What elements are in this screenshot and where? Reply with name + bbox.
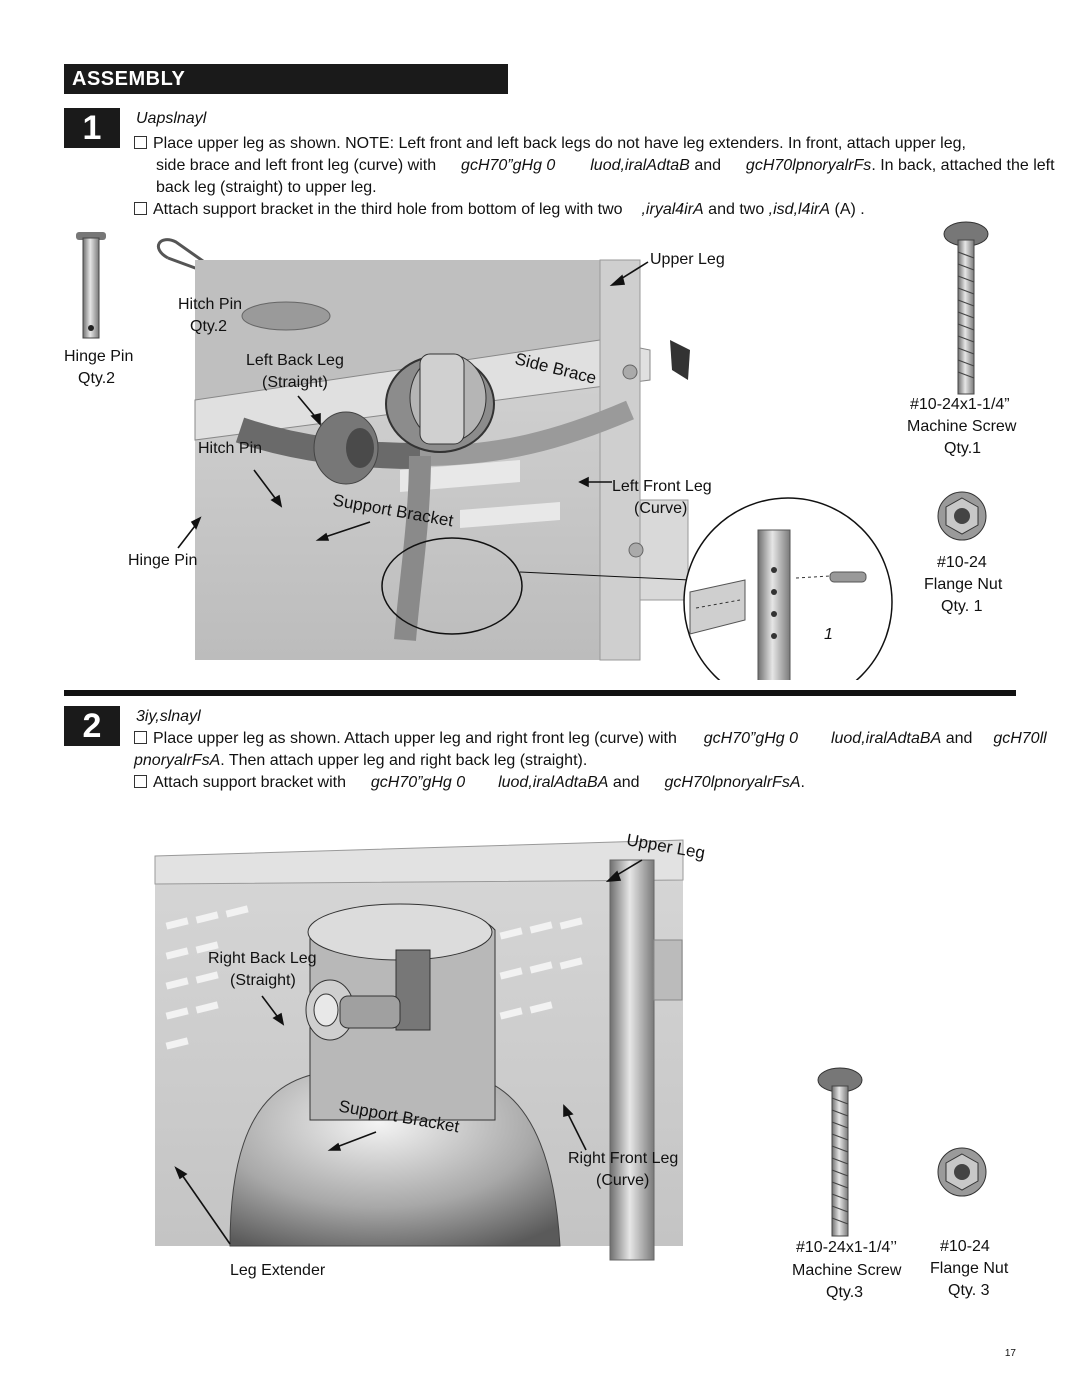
right-front-leg-curve: (Curve) bbox=[596, 1172, 650, 1189]
left-front-leg-curve: (Curve) bbox=[634, 500, 688, 517]
step-1-line-1: Place upper leg as shown. NOTE: Left fro… bbox=[134, 133, 966, 155]
section-divider bbox=[64, 690, 1016, 696]
flange-nut-label: Flange Nut bbox=[924, 576, 1003, 593]
step-1-line-1-text: Place upper leg as shown. NOTE: Left fro… bbox=[153, 135, 966, 152]
step-1-line-2-a: side brace and left front leg (curve) wi… bbox=[156, 157, 437, 174]
tank-valve-icon bbox=[305, 979, 401, 1041]
step-2-line-2-b: . Then attach upper leg and right back l… bbox=[220, 752, 588, 769]
step-2-line-3: Attach support bracket with gcH70”gHg 0 … bbox=[134, 772, 805, 794]
left-back-leg-label: Left Back Leg bbox=[246, 352, 344, 369]
step-2-line-3-f: . bbox=[800, 774, 805, 791]
upper-leg-label: Upper Leg bbox=[650, 251, 725, 268]
hitch-pin-qty: Qty.2 bbox=[190, 318, 228, 335]
detail-callout bbox=[381, 537, 523, 635]
screw-qty-2: Qty.3 bbox=[826, 1284, 864, 1301]
checkbox-icon bbox=[134, 136, 147, 149]
nut-qty-2: Qty. 3 bbox=[948, 1282, 990, 1299]
checkbox-icon bbox=[134, 775, 147, 788]
step-2-line-2-a: pnoryalrFsA bbox=[134, 752, 221, 769]
screw-size: #10-24x1-1/4” bbox=[910, 396, 1010, 413]
detail-number: 1 bbox=[824, 626, 833, 643]
right-front-leg-label: Right Front Leg bbox=[568, 1150, 679, 1167]
machine-screw-icon bbox=[943, 221, 989, 395]
step-1-number: 1 bbox=[82, 109, 102, 147]
leg-extender-label: Leg Extender bbox=[230, 1262, 326, 1279]
step-1-line-2-c: luod,iralAdtaB bbox=[590, 157, 690, 174]
step-2-line-3-c: luod,iralAdtaBA bbox=[498, 774, 609, 791]
step-1-line-2-d: and bbox=[694, 157, 722, 174]
side-brace-tube bbox=[235, 400, 634, 641]
checkbox-icon bbox=[134, 731, 147, 744]
step-2-number: 2 bbox=[82, 707, 102, 745]
step-1-line-2-b: gcH70”gHg 0 bbox=[461, 157, 556, 174]
step-2-line-1: Place upper leg as shown. Attach upper l… bbox=[134, 728, 1047, 750]
leader-arrows bbox=[174, 859, 643, 1245]
step-1-badge: 1 bbox=[64, 108, 120, 148]
machine-screw-label: Machine Screw bbox=[907, 418, 1017, 435]
nut-size: #10-24 bbox=[937, 554, 987, 571]
hinge-pin-label: Hinge Pin bbox=[64, 348, 134, 365]
step-1-line-3: back leg (straight) to upper leg. bbox=[156, 179, 377, 196]
step-1-line-2-f: . In back, attached the left bbox=[871, 157, 1055, 174]
detail-leg bbox=[689, 529, 867, 680]
machine-screw-icon bbox=[817, 1067, 863, 1237]
step-1-line-2-e: gcH70lpnoryalrFs bbox=[745, 157, 872, 174]
flange-nut-label-2: Flange Nut bbox=[930, 1260, 1009, 1277]
step-2-line-1-d: and bbox=[945, 730, 973, 747]
right-back-leg-straight: (Straight) bbox=[230, 972, 296, 989]
section-title: ASSEMBLY bbox=[72, 68, 186, 90]
step-2-line-2: pnoryalrFsA. Then attach upper leg and r… bbox=[134, 750, 587, 772]
right-back-leg-label: Right Back Leg bbox=[208, 950, 317, 967]
step-1-illustration bbox=[76, 221, 989, 680]
step-1-line-4-c: and two bbox=[708, 201, 765, 218]
step-2-line-1-a: Place upper leg as shown. Attach upper l… bbox=[153, 730, 677, 747]
step-2-line-3-a: Attach support bracket with bbox=[153, 774, 346, 791]
step-1-line-4-d: ,isd,l4irA bbox=[768, 201, 831, 218]
hitch-pin-label: Hitch Pin bbox=[178, 296, 243, 313]
left-back-leg-straight: (Straight) bbox=[262, 374, 328, 391]
step-2-subtitle: 3iy,slnayl bbox=[136, 708, 201, 725]
step-1-line-4: Attach support bracket in the third hole… bbox=[134, 199, 865, 221]
step-2-badge: 2 bbox=[64, 706, 120, 746]
step-1-line-4-e: (A) . bbox=[834, 201, 865, 218]
step-1-line-2: side brace and left front leg (curve) wi… bbox=[156, 155, 1055, 177]
checkbox-icon bbox=[134, 202, 147, 215]
step-2-line-1-b: gcH70”gHg 0 bbox=[703, 730, 799, 747]
step-2-line-3-d: and bbox=[612, 774, 640, 791]
step-1-line-4-a: Attach support bracket in the third hole… bbox=[153, 201, 623, 218]
step-2-line-3-e: gcH70lpnoryalrFsA bbox=[664, 774, 801, 791]
machine-screw-label-2: Machine Screw bbox=[792, 1262, 902, 1279]
propane-tank bbox=[229, 903, 561, 1247]
hinge-pin-icon bbox=[76, 232, 106, 339]
hinge-pin-qty: Qty.2 bbox=[78, 370, 116, 387]
step-2-line-1-c: luod,iralAdtaBA bbox=[830, 730, 942, 747]
nut-qty: Qty. 1 bbox=[941, 598, 983, 615]
flange-nut-icon bbox=[937, 1147, 987, 1197]
screw-qty: Qty.1 bbox=[944, 440, 982, 457]
step-1-line-4-b: ,iryal4irA bbox=[641, 201, 704, 218]
nut-size-2: #10-24 bbox=[940, 1238, 990, 1255]
flange-nut-icon bbox=[937, 491, 987, 541]
leader-arrows bbox=[177, 261, 649, 549]
step-2-line-3-b: gcH70”gHg 0 bbox=[370, 774, 466, 791]
section-header: ASSEMBLY bbox=[64, 64, 508, 94]
step-1-subtitle: Uapslnayl bbox=[136, 110, 207, 127]
hinge-pin-callout: Hinge Pin bbox=[128, 552, 198, 569]
screw-size-2: #10-24x1-1/4’’ bbox=[796, 1239, 898, 1256]
hitch-pin-callout: Hitch Pin bbox=[198, 440, 263, 457]
step-2-line-1-e: gcH70ll bbox=[993, 730, 1047, 747]
step-2-illustration bbox=[154, 839, 987, 1261]
page-number: 17 bbox=[1004, 1348, 1016, 1359]
left-front-leg-label: Left Front Leg bbox=[612, 478, 712, 495]
valve-knob bbox=[385, 353, 495, 453]
